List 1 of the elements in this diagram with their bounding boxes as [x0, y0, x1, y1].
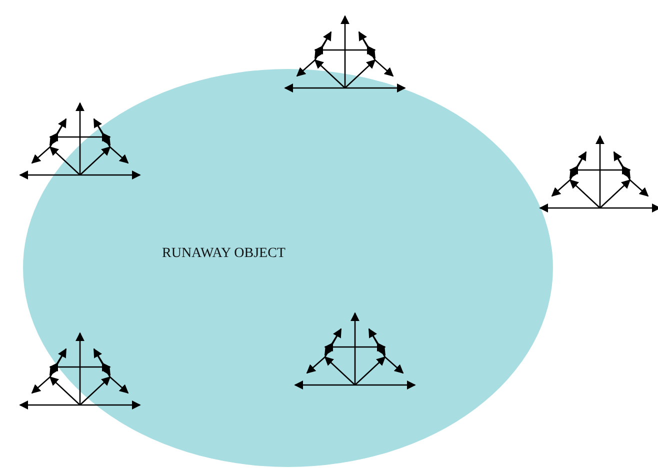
object-label: RUNAWAY OBJECT: [162, 246, 286, 262]
